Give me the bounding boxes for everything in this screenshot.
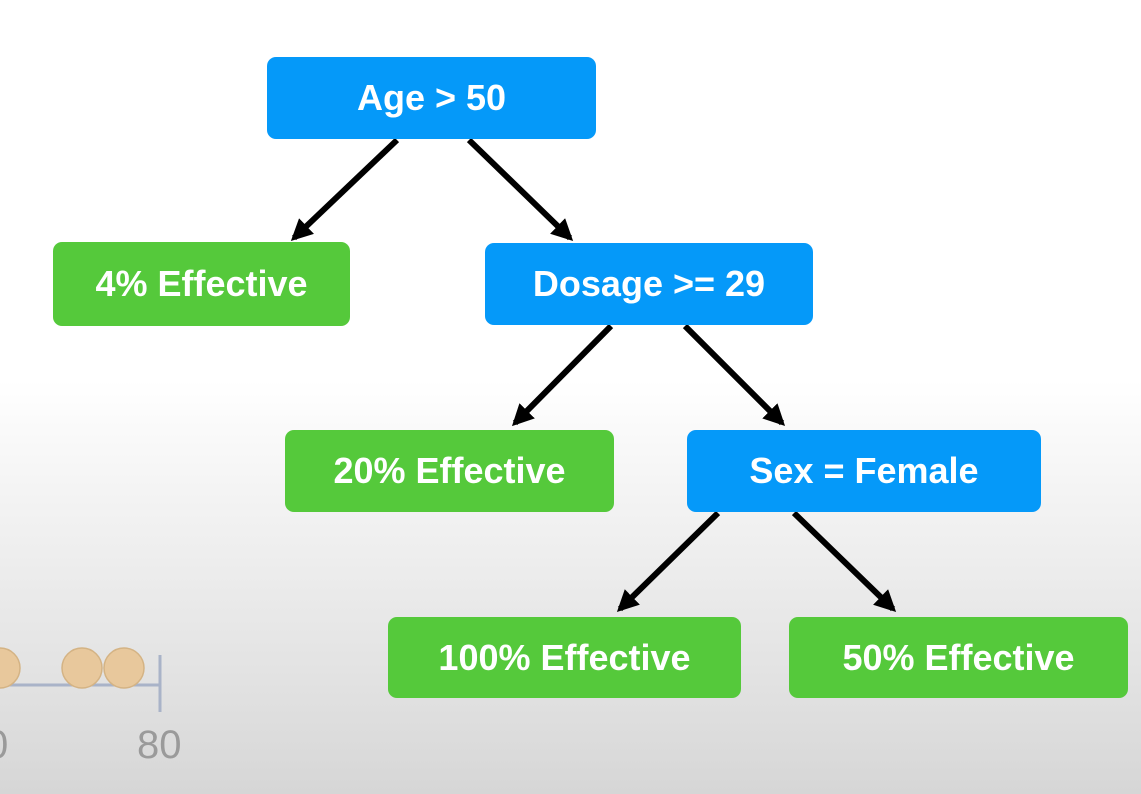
edge-age-to-4pct	[290, 137, 400, 241]
edge-sex-to-100pct	[616, 510, 721, 613]
dot-plot-point	[0, 647, 21, 689]
edge-age-to-dosage	[466, 137, 574, 242]
decision-node-sex: Sex = Female	[687, 430, 1041, 512]
leaf-node-50pct: 50% Effective	[789, 617, 1128, 698]
edge-sex-to-50pct	[791, 510, 897, 613]
leaf-node-20pct: 20% Effective	[285, 430, 614, 512]
background-dot-plot	[0, 647, 162, 712]
root-node-age: Age > 50	[267, 57, 596, 139]
decision-node-dosage: Dosage >= 29	[485, 243, 813, 325]
leaf-node-100pct: 100% Effective	[388, 617, 741, 698]
dot-plot-point	[103, 647, 145, 689]
edge-dosage-to-20pct	[511, 323, 614, 427]
dot-plot-point	[61, 647, 103, 689]
dot-plot-tick-label-80: 80	[137, 723, 182, 767]
leaf-node-4pct: 4% Effective	[53, 242, 350, 326]
dot-plot-tick-label-0: 0	[0, 723, 8, 768]
edge-dosage-to-sex	[682, 323, 786, 427]
